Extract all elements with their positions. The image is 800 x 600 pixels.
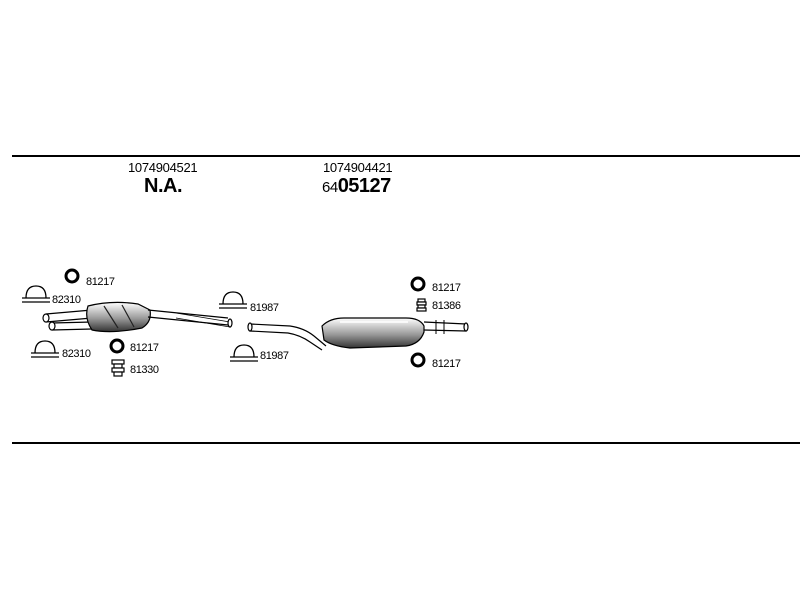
label-ring-mid-left: 81217 xyxy=(130,342,159,354)
right-part-code: 6405127 xyxy=(322,175,391,198)
rubber-mount-icon xyxy=(111,298,427,377)
front-pipe xyxy=(42,309,93,331)
tail-pipe xyxy=(423,320,469,334)
u-clamp-icon xyxy=(22,285,258,362)
top-divider xyxy=(12,155,800,157)
middle-pipe xyxy=(147,309,233,328)
right-part-number: 1074904421 xyxy=(323,160,393,175)
label-mount-right: 81386 xyxy=(432,300,461,312)
left-part-number: 1074904521 xyxy=(128,160,198,175)
label-ring-right-lower: 81217 xyxy=(432,358,461,370)
bottom-divider xyxy=(12,442,800,444)
label-clamp-center-upper: 81987 xyxy=(250,302,279,314)
label-ring-right-upper: 81217 xyxy=(432,282,461,294)
front-muffler xyxy=(86,301,151,333)
label-clamp-left-lower: 82310 xyxy=(62,348,91,360)
right-part-code-prefix: 64 xyxy=(322,179,338,196)
label-ring-top-left: 81217 xyxy=(86,276,115,288)
label-clamp-left-upper: 82310 xyxy=(52,294,81,306)
rear-muffler xyxy=(321,317,425,349)
rear-pipe-bend xyxy=(247,322,327,351)
label-mount-mid-left: 81330 xyxy=(130,364,159,376)
left-part-code: N.A. xyxy=(144,175,183,197)
right-part-code-main: 05127 xyxy=(337,175,392,197)
ring-gasket-icon xyxy=(64,268,426,368)
label-clamp-center-lower: 81987 xyxy=(260,350,289,362)
